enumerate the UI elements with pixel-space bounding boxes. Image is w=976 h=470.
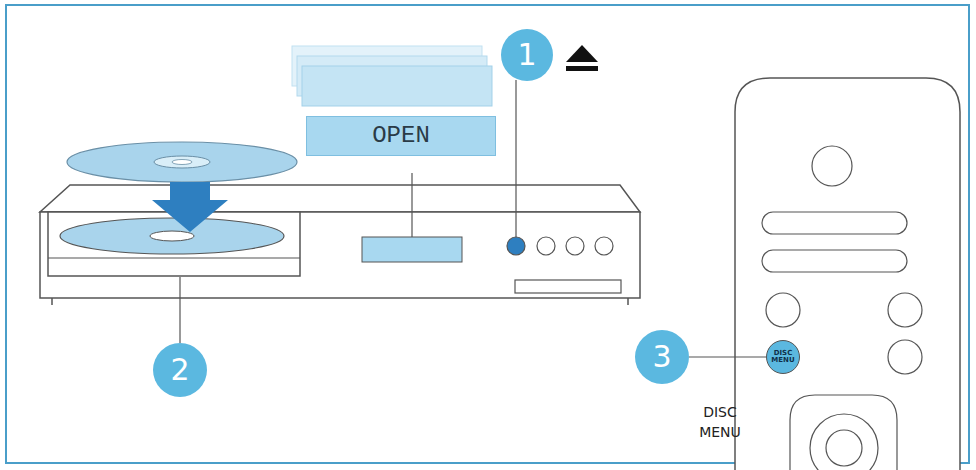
insert-arrow bbox=[152, 182, 228, 232]
display-readout: OPEN bbox=[306, 116, 496, 156]
player-top bbox=[40, 185, 640, 212]
button bbox=[595, 237, 613, 255]
disc-tray bbox=[48, 212, 300, 276]
node-text: 2 bbox=[170, 354, 189, 386]
player-front bbox=[40, 212, 640, 298]
button bbox=[537, 237, 555, 255]
node-text: 3 bbox=[652, 341, 671, 373]
leader-line bbox=[179, 277, 180, 343]
button bbox=[566, 237, 584, 255]
node-text: 1 bbox=[517, 39, 536, 71]
callout-number: 2 bbox=[153, 343, 207, 397]
display-echo bbox=[302, 66, 492, 106]
disc-menu-button: DISC MENU bbox=[766, 340, 800, 374]
leader-line bbox=[515, 80, 516, 237]
part-label: DISC MENU bbox=[680, 402, 760, 443]
eject-symbol bbox=[566, 45, 598, 62]
eject-button bbox=[507, 237, 525, 255]
leader-line bbox=[689, 356, 766, 357]
disc bbox=[67, 142, 297, 182]
front-display bbox=[362, 237, 462, 262]
remote-control bbox=[735, 78, 960, 470]
leader-line bbox=[411, 173, 412, 237]
callout-number: 3 bbox=[635, 330, 689, 384]
disc-in-tray bbox=[60, 218, 284, 254]
slot bbox=[515, 280, 621, 293]
display-text: OPEN bbox=[372, 123, 430, 148]
callout-number: 1 bbox=[501, 29, 553, 81]
node-text: DISC MENU bbox=[770, 350, 796, 365]
